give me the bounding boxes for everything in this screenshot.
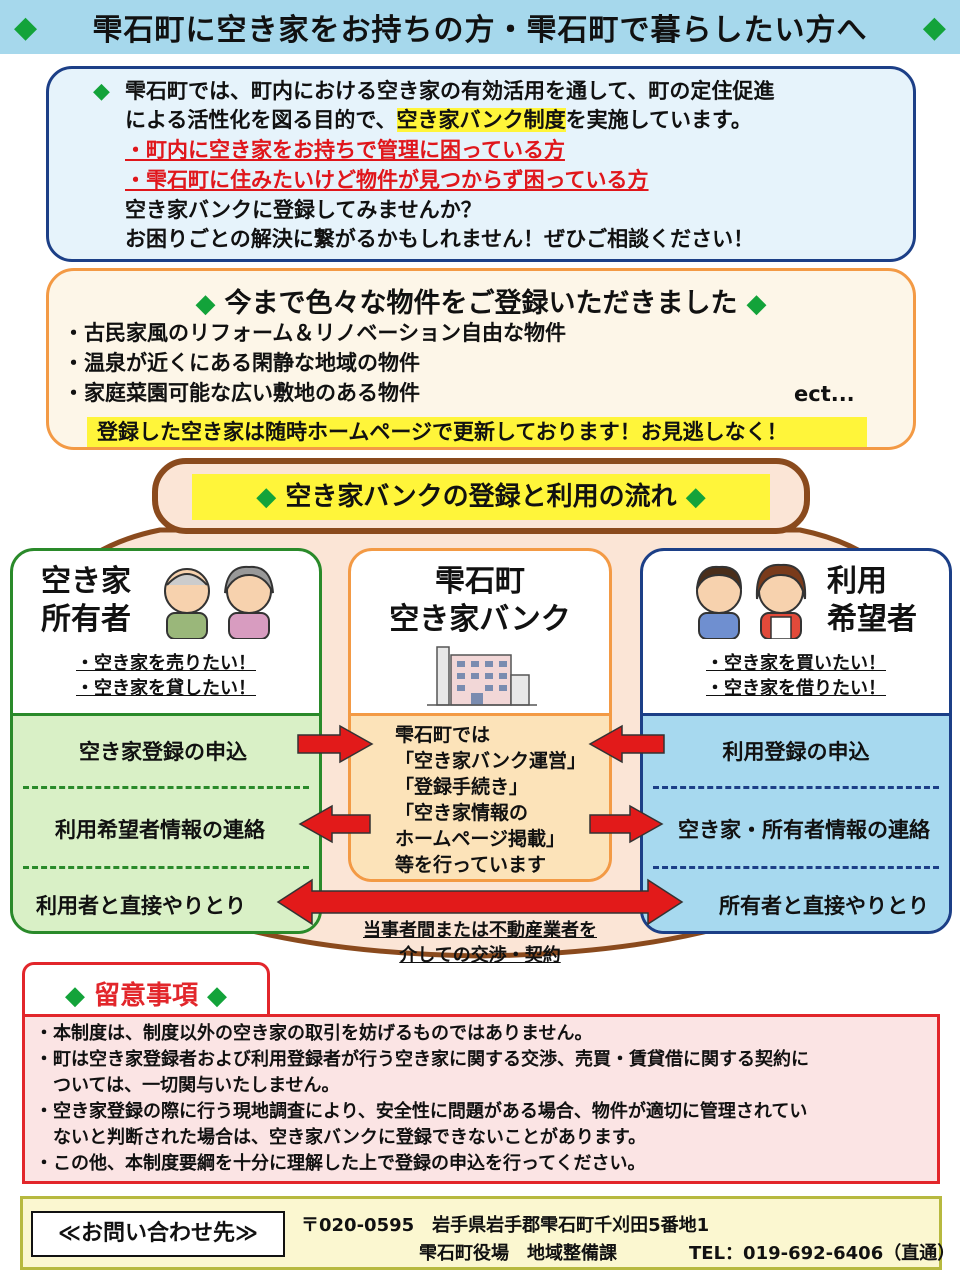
note-line: ・本制度は、制度以外の空き家の取引を妨げるものではありません。 <box>35 1023 593 1044</box>
user-step-direct: 所有者と直接やりとり <box>719 894 929 918</box>
intro-line: による活性化を図る目的で、空き家バンク制度を実施しています。 <box>125 106 752 135</box>
flow-arrows <box>276 724 684 926</box>
owner-steps-panel: 空き家登録の申込 利用希望者情報の連絡 利用者と直接やりとり <box>13 713 319 931</box>
bank-services-panel: 雫石町では 「空き家バンク運営」 「登録手続き」 「空き家情報の ホームページ掲… <box>351 713 609 879</box>
user-wish-buy: ・空き家を買いたい！ <box>706 653 886 674</box>
bank-services: 雫石町では 「空き家バンク運営」 「登録手続き」 「空き家情報の ホームページ掲… <box>395 722 586 878</box>
young-couple-icon <box>696 563 807 639</box>
intro-line: 空き家バンクに登録してみませんか？ <box>125 198 482 222</box>
highlight-program-name: 空き家バンク制度 <box>396 108 566 132</box>
bank-title-line: 空き家バンク <box>389 602 571 637</box>
flow-title: ◆ 空き家バンクの登録と利用の流れ ◆ <box>192 474 770 520</box>
intro-box: ◆ 雫石町では、町内における空き家の有効活用を通して、町の定住促進 による活性化… <box>46 66 916 262</box>
bank-service-line: ホームページ掲載」 <box>395 828 566 850</box>
note-line: ・町は空き家登録者および利用登録者が行う空き家に関する交渉、売買・賃貸借に関する… <box>35 1049 809 1070</box>
arrow-right-icon <box>589 804 664 844</box>
user-title-line: 利用 <box>827 564 887 599</box>
bank-service-line: 「登録手続き」 <box>395 776 529 798</box>
divider <box>23 786 309 789</box>
negotiation-line: 介しての交渉・契約 <box>399 945 561 966</box>
properties-heading: ◆ 今まで色々な物件をご登録いただきました ◆ <box>49 281 913 320</box>
diamond-bullet-icon: ◆ <box>64 981 94 1011</box>
owner-step-direct: 利用者と直接やりとり <box>36 894 246 918</box>
notes-heading-text: 留意事項 <box>93 981 198 1011</box>
diamond-bullet-icon: ◆ <box>198 981 228 1011</box>
owner-column: 空き家 所有者 ・空き家を売りたい！ ・空き家を貸したい！ 空き家登録の申込 利… <box>10 548 322 934</box>
properties-heading-text: 今まで色々な物件をご登録いただきました <box>224 288 738 319</box>
target-owner-line: ・町内に空き家をお持ちで管理に困っている方 <box>125 138 565 162</box>
diamond-bullet-icon: ◆ <box>195 289 225 319</box>
properties-box: ◆ 今まで色々な物件をご登録いただきました ◆ ・古民家風のリフォーム＆リノベー… <box>46 268 916 450</box>
user-step-apply: 利用登録の申込 <box>722 740 870 764</box>
contact-box: ≪お問い合わせ先≫ 〒020-0595 岩手県岩手郡雫石町千刈田5番地1 雫石町… <box>20 1196 955 1270</box>
contact-phone: TEL：019-692-6406（直通） <box>689 1243 956 1264</box>
intro-line: 雫石町では、町内における空き家の有効活用を通して、町の定住促進 <box>125 79 775 103</box>
user-column: 利用 希望者 ・空き家を買いたい！ ・空き家を借りたい！ 利用登録の申込 空き家… <box>640 548 952 934</box>
town-hall-building-icon <box>427 646 537 706</box>
user-title: 利用 希望者 <box>827 563 917 639</box>
bank-title-line: 雫石町 <box>435 564 525 599</box>
user-wishes: ・空き家を買いたい！ ・空き家を借りたい！ <box>643 651 949 701</box>
notes-tab: ◆ 留意事項 ◆ <box>22 962 270 1018</box>
diamond-bullet-icon: ◆ <box>737 289 767 319</box>
note-line: ないと判断された場合は、空き家バンクに登録できないことがあります。 <box>35 1127 647 1148</box>
bank-service-line: 雫石町では <box>395 724 491 746</box>
arrow-right-icon <box>297 724 374 764</box>
owner-title-line: 所有者 <box>41 602 131 637</box>
bank-column: 雫石町 空き家バンク 雫石町では 「空き家バンク運営」 「登録手続き」 「空き家… <box>348 548 612 882</box>
owner-wish-rent: ・空き家を貸したい！ <box>76 678 256 699</box>
note-line: ・空き家登録の際に行う現地調査により、安全性に問題がある場合、物件が適切に管理さ… <box>35 1101 808 1122</box>
divider <box>653 786 939 789</box>
bank-service-line: 「空き家情報の <box>395 802 529 824</box>
bank-service-line: 「空き家バンク運営」 <box>395 750 586 772</box>
double-arrow-icon <box>276 878 684 926</box>
owner-step-apply: 空き家登録の申込 <box>79 740 247 764</box>
diamond-bullet-icon: ◆ <box>922 10 946 45</box>
intro-text: による活性化を図る目的で、 <box>125 108 397 132</box>
user-title-line: 希望者 <box>827 602 917 637</box>
divider <box>23 866 309 869</box>
flow-title-box: ◆ 空き家バンクの登録と利用の流れ ◆ <box>152 458 810 534</box>
notes-box: ・本制度は、制度以外の空き家の取引を妨げるものではありません。 ・町は空き家登録… <box>22 1014 940 1184</box>
note-line: ・この他、本制度要綱を十分に理解した上で登録の申込を行ってください。 <box>35 1153 646 1174</box>
target-resident-line: ・雫石町に住みたいけど物件が見つからず困っている方 <box>125 168 649 192</box>
bank-title: 雫石町 空き家バンク <box>351 563 609 639</box>
diamond-bullet-icon: ◆ <box>256 482 286 512</box>
note-line: ついては、一切関与いたしません。 <box>35 1075 340 1096</box>
owner-wish-sell: ・空き家を売りたい！ <box>76 653 256 674</box>
elderly-couple-icon <box>164 565 274 639</box>
divider <box>653 866 939 869</box>
owner-title: 空き家 所有者 <box>41 563 131 639</box>
owner-title-line: 空き家 <box>41 564 131 599</box>
owner-step-notify: 利用希望者情報の連絡 <box>55 818 265 842</box>
property-item: ・古民家風のリフォーム＆リノベーション自由な物件 <box>63 321 566 345</box>
contact-office: 雫石町役場 地域整備課 <box>419 1243 617 1264</box>
property-item: ・家庭菜園可能な広い敷地のある物件 <box>63 381 420 405</box>
user-wish-rent: ・空き家を借りたい！ <box>706 678 886 699</box>
notes-heading: ◆ 留意事項 ◆ <box>25 975 267 1012</box>
arrow-left-icon <box>588 724 665 764</box>
bank-service-line: 等を行っています <box>395 854 547 876</box>
update-notice: 登録した空き家は随時ホームページで更新しております！お見逃しなく！ <box>87 417 867 447</box>
flow-title-text: 空き家バンクの登録と利用の流れ <box>285 482 677 512</box>
user-steps-panel: 利用登録の申込 空き家・所有者情報の連絡 所有者と直接やりとり <box>643 713 949 931</box>
arrow-left-icon <box>298 804 371 844</box>
diamond-bullet-icon: ◆ <box>14 10 38 45</box>
property-item: ・温泉が近くにある閑静な地域の物件 <box>63 351 420 375</box>
contact-address: 〒020-0595 岩手県岩手郡雫石町千刈田5番地1 <box>301 1215 710 1236</box>
contact-label: ≪お問い合わせ先≫ <box>31 1211 285 1257</box>
negotiation-note: 当事者間または不動産業者を 介しての交渉・契約 <box>300 918 660 968</box>
negotiation-line: 当事者間または不動産業者を <box>363 920 597 941</box>
intro-text: を実施しています。 <box>565 108 752 132</box>
diamond-bullet-icon: ◆ <box>93 79 110 104</box>
user-step-notify: 空き家・所有者情報の連絡 <box>678 818 930 842</box>
intro-line: お困りごとの解決に繋がるかもしれません！ぜひご相談ください！ <box>125 227 755 251</box>
title-banner: ◆ 雫石町に空き家をお持ちの方・雫石町で暮らしたい方へ ◆ <box>0 0 960 54</box>
diamond-bullet-icon: ◆ <box>676 482 706 512</box>
page-title: 雫石町に空き家をお持ちの方・雫石町で暮らしたい方へ <box>92 13 868 48</box>
etc-text: ect... <box>794 382 855 406</box>
owner-wishes: ・空き家を売りたい！ ・空き家を貸したい！ <box>13 651 319 701</box>
